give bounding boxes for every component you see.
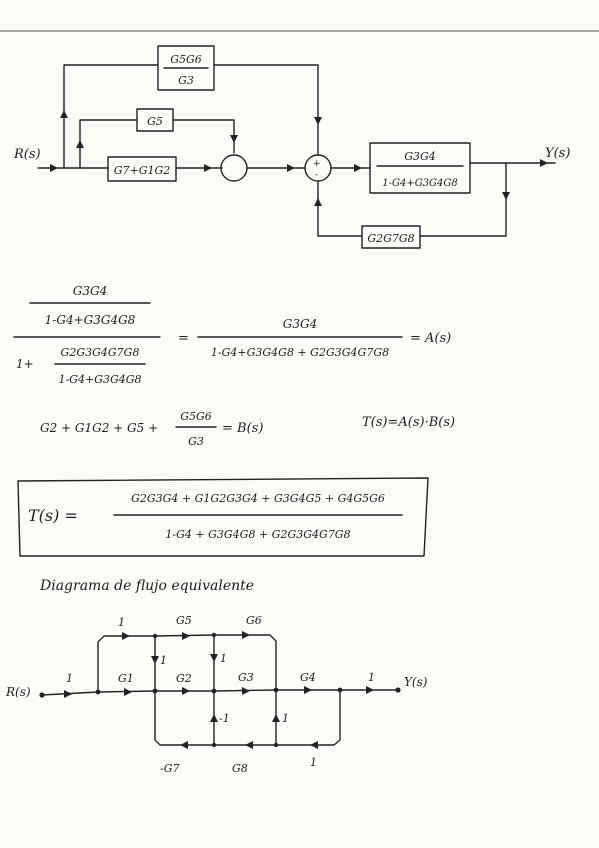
eq-b-frac-den: G3	[188, 435, 204, 448]
equation-b: G2 + G1G2 + G5 + G5G6 G3 = B(s) T(s)=A(s…	[40, 410, 455, 448]
flow-label-vert-m1: -1	[219, 712, 230, 725]
svg-text:+: +	[313, 159, 321, 169]
flow-label-out-1: 1	[368, 671, 375, 684]
eq-a-one-plus: 1+	[16, 357, 34, 371]
block-g5-label: G5	[147, 115, 163, 128]
flow-output-label: Y(s)	[404, 675, 428, 689]
flow-label-vert-1a: 1	[160, 654, 167, 667]
bd-line-to-sum2	[213, 64, 319, 156]
eq-a-result-num: G3G4	[283, 317, 317, 331]
eq-t-den: 1-G4 + G3G4G8 + G2G3G4G7G8	[165, 528, 350, 541]
flow-label-g1: G1	[118, 672, 134, 685]
eq-b-frac-num: G5G6	[180, 410, 212, 423]
flow-label-in-1: 1	[66, 672, 73, 685]
flow-label-vert-1b: 1	[220, 652, 227, 665]
bd-output-label: Y(s)	[545, 146, 570, 161]
bd-line-to-sum1	[172, 119, 235, 154]
result-box	[17, 477, 429, 557]
boxed-result: T(s) = G2G3G4 + G1G2G3G4 + G3G4G5 + G4G5…	[17, 477, 429, 557]
block-g5g6-over-g3	[157, 45, 215, 91]
eq-a-inner-num: G2G3G4G7G8	[61, 346, 140, 359]
flow-label-g7: -G7	[160, 762, 180, 775]
eq-b-label: = B(s)	[222, 421, 263, 436]
block-forward-num: G3G4	[404, 150, 436, 163]
block-diagram: R(s) Y(s) G5G6 G3 G5 G7+G1G2 +	[13, 45, 570, 249]
flow-label-bot-1: 1	[310, 756, 317, 769]
summing-junction-1	[220, 154, 248, 182]
node-output	[395, 687, 401, 693]
block-g5g6-den: G3	[178, 74, 194, 87]
flow-label-g5: G5	[176, 614, 192, 627]
eq-a-outer-den: 1-G4+G3G4G8	[45, 313, 136, 327]
bd-feedback-line	[419, 162, 507, 237]
block-g7-g1g2	[107, 156, 177, 182]
eq-b-lhs: G2 + G1G2 + G5 +	[40, 421, 158, 435]
flow-label-g2: G2	[176, 672, 192, 685]
flow-main-path	[41, 689, 399, 696]
block-forward	[369, 142, 471, 194]
eq-t-num: G2G3G4 + G1G2G3G4 + G3G4G5 + G4G5G6	[131, 492, 385, 505]
flow-label-g8: G8	[232, 762, 248, 775]
flow-label-g6: G6	[246, 614, 262, 627]
eq-a-inner-den: 1-G4+G3G4G8	[58, 373, 141, 386]
flow-bottom-path	[154, 689, 341, 746]
block-feedback-label: G2G7G8	[367, 232, 414, 245]
eq-a-result-den: 1-G4+G3G4G8 + G2G3G4G7G8	[211, 346, 389, 359]
flow-label-vert-1c: 1	[282, 712, 289, 725]
eq-a-label: = A(s)	[410, 331, 451, 346]
node-input	[39, 692, 45, 698]
svg-text:-: -	[315, 170, 318, 180]
block-feedback	[361, 225, 421, 249]
flow-input-label: R(s)	[5, 685, 31, 699]
bd-branch-top	[63, 64, 159, 169]
flow-label-g3: G3	[238, 671, 254, 684]
block-g7-g1g2-label: G7+G1G2	[114, 164, 171, 177]
eq-t-product: T(s)=A(s)·B(s)	[362, 415, 455, 430]
flow-label-g4: G4	[300, 671, 316, 684]
eq-a-outer-num: G3G4	[73, 284, 107, 298]
eq-a-equals: =	[178, 331, 189, 346]
equation-a: G3G4 1-G4+G3G4G8 1+ G2G3G4G7G8 1-G4+G3G4…	[13, 284, 451, 386]
block-g5g6-num: G5G6	[170, 53, 202, 66]
bd-branch-g5	[79, 119, 138, 169]
eq-t-lhs: T(s) =	[28, 506, 78, 525]
signal-flow-graph: Diagrama de flujo equivalente R(s) Y(s)	[5, 578, 428, 775]
block-forward-den: 1-G4+G3G4G8	[382, 178, 458, 189]
bd-input-label: R(s)	[13, 147, 41, 162]
flow-heading: Diagrama de flujo equivalente	[39, 578, 254, 594]
flow-label-top-1: 1	[118, 616, 125, 629]
